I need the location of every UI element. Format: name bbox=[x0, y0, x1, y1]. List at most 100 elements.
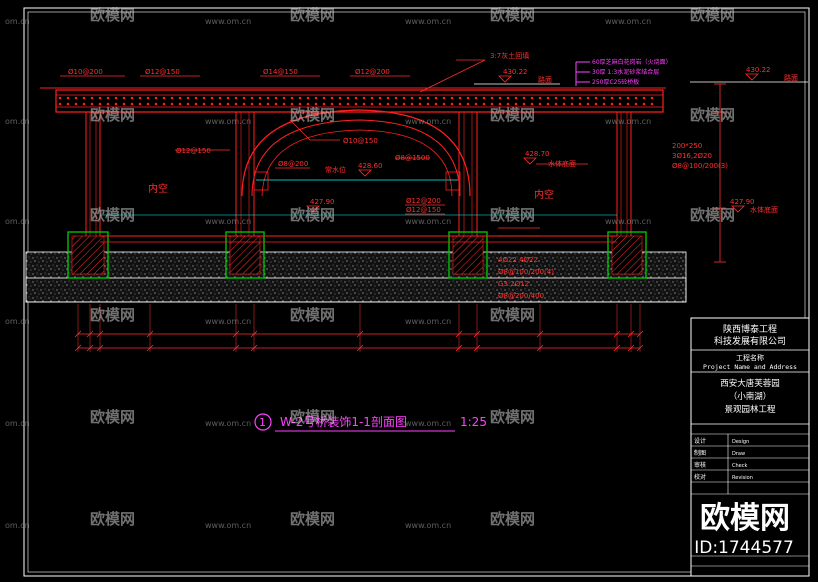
dimension-chain bbox=[74, 304, 644, 352]
footing-right-inner bbox=[448, 231, 488, 279]
watermark-brand-large: 欧模网 bbox=[700, 501, 790, 536]
watermark-site: www.om.cn bbox=[405, 117, 451, 126]
rebar-col-1-label: 4Ø22 4Ø22 bbox=[498, 256, 538, 264]
deck-rebar-dot bbox=[354, 96, 358, 100]
deck-rebar-dot bbox=[434, 96, 438, 100]
watermark-site: www.om.cn bbox=[405, 317, 451, 326]
deck-rebar-dot bbox=[458, 102, 462, 106]
deck-rebar-dot bbox=[186, 96, 190, 100]
watermark-brand: 欧模网 bbox=[290, 510, 335, 528]
deck-rebar-dot bbox=[154, 96, 158, 100]
watermark-id: ID:1744577 bbox=[694, 538, 794, 558]
watermark-site: www.om.cn bbox=[405, 17, 451, 26]
watermark-brand: 欧模网 bbox=[290, 106, 335, 124]
deck-rebar-dot bbox=[314, 102, 318, 106]
drawing-border bbox=[23, 7, 810, 577]
deck-rebar-dot bbox=[442, 102, 446, 106]
company-line-2: 科技发展有限公司 bbox=[714, 335, 786, 347]
deck-rebar-dot bbox=[506, 96, 510, 100]
caption-title: W-2号桥装饰1-1剖面图 bbox=[280, 415, 407, 429]
deck-rebar-dot bbox=[322, 102, 326, 106]
deck-rebar-dot bbox=[338, 96, 342, 100]
elevation-water-label: 428.60 bbox=[358, 162, 383, 170]
project-line-3: 景观园林工程 bbox=[724, 404, 776, 415]
deck-rebar-dot bbox=[442, 96, 446, 100]
row-design-cn: 设计 bbox=[694, 437, 706, 445]
layer-2-label: 30厚 1:3水泥砂浆结合层 bbox=[592, 68, 659, 76]
deck-rebar-dot bbox=[490, 102, 494, 106]
arch-inner bbox=[251, 119, 461, 197]
right-note-2: 3Ø16,2Ø20 bbox=[672, 152, 712, 160]
deck-rebar-dot bbox=[362, 102, 366, 106]
deck-rebar-dot bbox=[58, 102, 62, 106]
rebar-col-3-label: G3:2Ø12 bbox=[498, 280, 529, 288]
deck-rebar-dot bbox=[338, 102, 342, 106]
deck-rebar-dot bbox=[410, 102, 414, 106]
deck-rebar-dot bbox=[74, 96, 78, 100]
deck-rebar-dot bbox=[554, 102, 558, 106]
deck-rebar-dot bbox=[570, 102, 574, 106]
deck-rebar-dot bbox=[66, 102, 70, 106]
deck-rebar-dot bbox=[178, 102, 182, 106]
deck-rebar-dot bbox=[250, 102, 254, 106]
row-design-en: Design bbox=[732, 439, 749, 445]
row-revision-en: Revision bbox=[732, 475, 753, 481]
rebar-mid-left-label: Ø12@150 bbox=[176, 147, 211, 155]
deck-rebar-dot bbox=[58, 96, 62, 100]
watermark-site: www.om.cn bbox=[205, 117, 251, 126]
deck-rebar-dot bbox=[346, 102, 350, 106]
watermark-site: www.om.cn bbox=[605, 17, 651, 26]
deck-rebar-dot bbox=[634, 102, 638, 106]
rebar-top-2-label: Ø12@150 bbox=[145, 68, 180, 76]
deck-rebar-dot bbox=[602, 96, 606, 100]
deck-rebar-dot bbox=[226, 96, 230, 100]
deck-rebar-dot bbox=[650, 96, 654, 100]
deck-rebar-dot bbox=[650, 102, 654, 106]
deck-rebar-dot bbox=[266, 96, 270, 100]
deck-rebar-dot bbox=[258, 96, 262, 100]
deck-rebar-dot bbox=[538, 96, 542, 100]
deck-rebar-dot bbox=[298, 96, 302, 100]
footing-right-outer bbox=[607, 231, 647, 279]
deck-rebar-dot bbox=[402, 96, 406, 100]
deck-rebar-dot bbox=[426, 96, 430, 100]
watermark-site: www.om.cn bbox=[605, 117, 651, 126]
bridge-deck-slab bbox=[55, 89, 664, 113]
deck-rebar-dot bbox=[82, 96, 86, 100]
caption-number: 1 bbox=[259, 416, 266, 429]
deck-rebar-dot bbox=[562, 102, 566, 106]
deck-rebar-dot bbox=[250, 96, 254, 100]
deck-rebar-dot bbox=[554, 96, 558, 100]
arch-intrados bbox=[261, 129, 453, 197]
pool-bottom-right-label: 水体底面 bbox=[750, 205, 778, 214]
deck-rebar-dot bbox=[570, 96, 574, 100]
rebar-col-4-label: Ø8@200/400 bbox=[498, 292, 544, 300]
deck-rebar-dot bbox=[130, 102, 134, 106]
elevation-right-base-label: 427.90 bbox=[730, 198, 755, 206]
deck-rebar-dot bbox=[306, 96, 310, 100]
deck-rebar-dot bbox=[202, 102, 206, 106]
watermark-brand: 欧模网 bbox=[90, 206, 135, 224]
deck-rebar-dot bbox=[266, 102, 270, 106]
deck-rebar-dot bbox=[450, 96, 454, 100]
deck-rebar-dot bbox=[98, 96, 102, 100]
deck-rebar-dot bbox=[610, 102, 614, 106]
watermark-site: www.om.cn bbox=[405, 419, 451, 428]
row-draw-en: Draw bbox=[732, 451, 745, 457]
deck-rebar-dot bbox=[162, 102, 166, 106]
deck-rebar-dot bbox=[498, 102, 502, 106]
deck-rebar-dot bbox=[290, 96, 294, 100]
deck-rebar-dot bbox=[490, 96, 494, 100]
deck-rebar-dot bbox=[210, 96, 214, 100]
elevation-lower-label: 428.70 bbox=[525, 150, 550, 158]
deck-rebar-dot bbox=[122, 96, 126, 100]
deck-rebar-dot bbox=[218, 102, 222, 106]
deck-rebar-dot bbox=[386, 96, 390, 100]
deck-rebar-dot bbox=[506, 102, 510, 106]
watermark-brand: 欧模网 bbox=[290, 306, 335, 324]
